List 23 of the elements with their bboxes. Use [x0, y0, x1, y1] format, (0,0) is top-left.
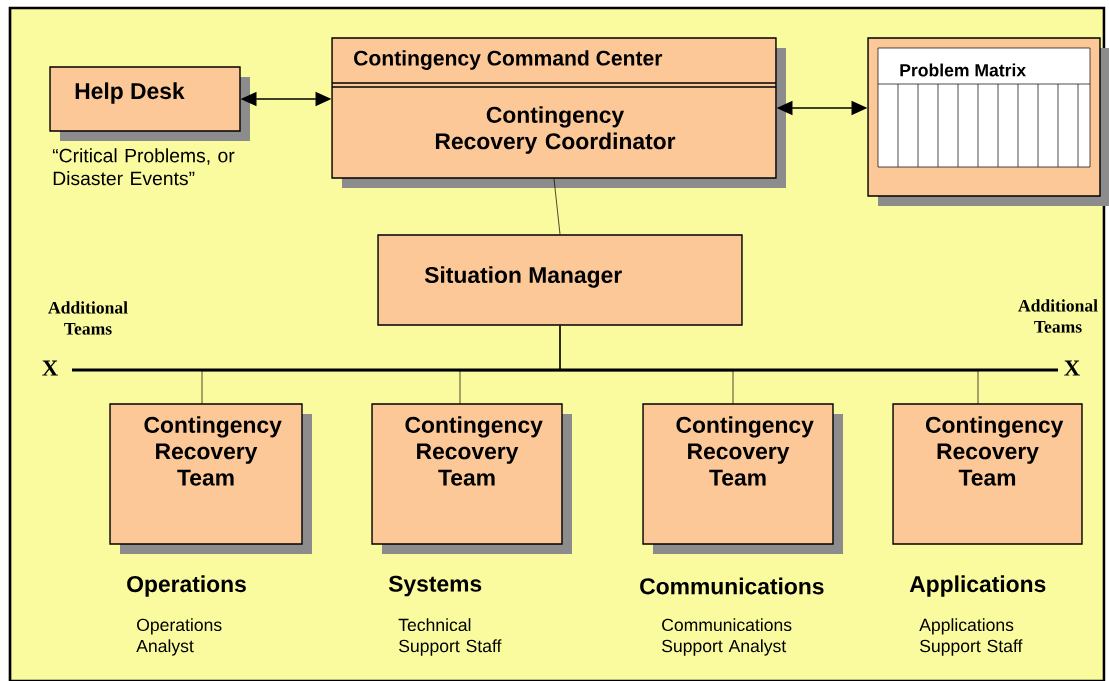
- process-box: Contingency Recovery Team: [892, 403, 1083, 545]
- matrix-box: Problem Matrix: [867, 37, 1109, 206]
- process-box: Contingency Recovery Team: [109, 403, 312, 554]
- process-box: Help Desk: [49, 66, 250, 141]
- team-heading: Systems: [388, 575, 482, 597]
- team-role: Technical Support Staff: [398, 618, 502, 656]
- connector: [553, 178, 561, 235]
- process-box: Situation Manager: [377, 234, 743, 326]
- team-role: Operations Analyst: [136, 618, 222, 656]
- process-box: Contingency Recovery Team: [642, 403, 843, 554]
- process-box: Contingency Recovery Team: [371, 403, 572, 554]
- team-heading: Communications: [640, 577, 824, 595]
- x-mark: X: [1064, 360, 1080, 376]
- team-heading: Operations: [127, 575, 246, 597]
- team-heading: Applications: [909, 575, 1046, 597]
- team-role: Communications Support Analyst: [662, 618, 792, 656]
- additional-teams-label: Additional Teams: [48, 301, 128, 335]
- process-box: Contingency Command Center Contingency Recovery Coordinator: [331, 37, 786, 188]
- node-caption: “Critical Problems, or Disaster Events”: [52, 148, 235, 186]
- x-mark: X: [42, 360, 58, 376]
- additional-teams-label: Additional Teams: [1018, 299, 1098, 333]
- team-role: Applications Support Staff: [919, 618, 1023, 656]
- connector: [559, 325, 979, 405]
